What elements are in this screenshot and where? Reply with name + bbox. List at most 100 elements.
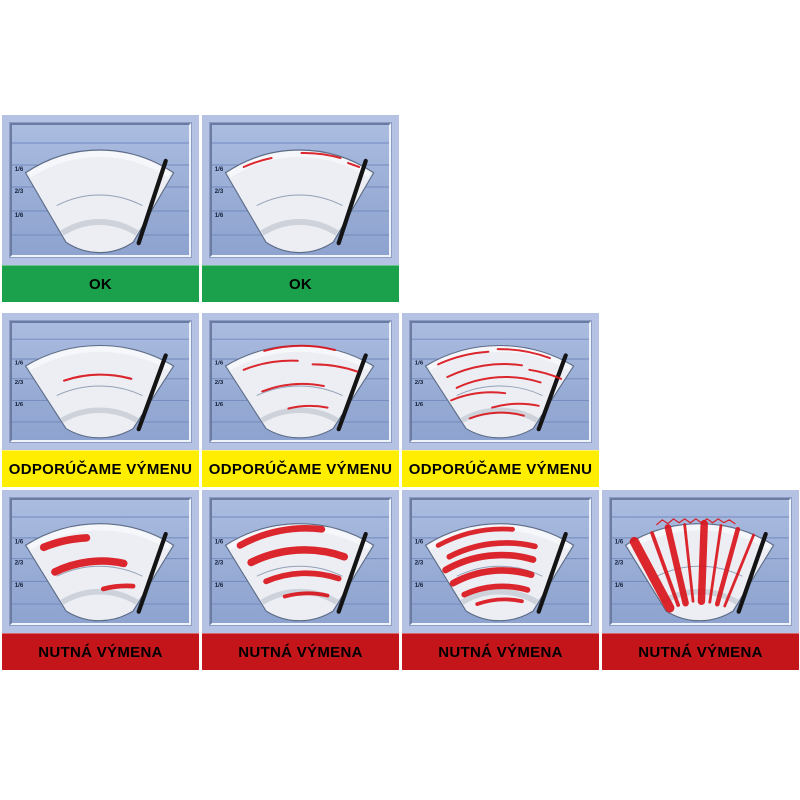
wear-streak: [461, 583, 531, 598]
wear-streak: [629, 536, 675, 613]
wiper-sweep-area: [224, 149, 375, 254]
wear-marks: [39, 534, 136, 592]
wear-streak: [708, 524, 723, 604]
wiper-diagram-frame: 1/6 2/3 1/6: [2, 313, 199, 450]
wear-streak: [261, 382, 325, 393]
zone-tick-label: 2/3: [415, 380, 424, 386]
wear-marks: [435, 526, 538, 606]
zone-tick-label: 1/6: [215, 402, 224, 408]
wear-streak: [287, 404, 329, 410]
zone-tick-label: 1/6: [15, 582, 24, 589]
wear-marks: [242, 344, 359, 410]
status-label: NUTNÁ VÝMENA: [202, 633, 399, 670]
wear-streak: [437, 350, 490, 366]
sweep-shade: [260, 218, 339, 236]
wiper-diagram-panel: 1/6 2/3 1/6: [409, 320, 592, 443]
status-label: ODPORÚČAME VÝMENU: [202, 450, 399, 487]
guide-arc: [456, 385, 543, 396]
wiper-diagram: 1/6 2/3 1/6: [412, 338, 589, 439]
zone-tick-label: 2/3: [15, 188, 24, 195]
wear-marks: [63, 373, 133, 382]
guide-arc: [256, 385, 343, 396]
wiper-diagram: 1/62/31/6: [12, 516, 189, 622]
zone-tick-label: 1/6: [615, 582, 624, 589]
guide-arc: [256, 565, 343, 577]
wear-streak: [650, 531, 681, 607]
wiper-diagram: 1/62/31/6: [212, 142, 389, 254]
wiper-diagram: 1/62/31/6: [12, 142, 189, 254]
sweep-shade: [60, 588, 139, 605]
status-label: OK: [2, 265, 199, 302]
wear-streak: [491, 402, 540, 409]
wear-streak: [723, 533, 755, 608]
wiper-diagram: 1/62/31/6: [612, 516, 789, 622]
zone-tick-label: 1/6: [15, 538, 24, 545]
guide-arc: [456, 565, 543, 577]
sweep-shade: [260, 407, 339, 423]
zone-tick-label: 2/3: [215, 559, 224, 566]
guide-arc: [56, 385, 143, 396]
wear-marks: [437, 348, 563, 420]
wiper-sweep-area: [24, 344, 175, 439]
wear-streak: [697, 519, 708, 606]
status-label: ODPORÚČAME VÝMENU: [402, 450, 599, 487]
wear-streak: [446, 540, 538, 560]
wiper-sweep-area: [24, 523, 175, 622]
wiper-diagram-panel: 1/6 2/3 1/6: [9, 320, 192, 443]
wear-streak: [442, 551, 537, 574]
sweep-highlight: [228, 346, 372, 371]
wear-marks: [242, 151, 361, 168]
zone-tick-label: 1/6: [15, 360, 24, 366]
status-label: ODPORÚČAME VÝMENU: [2, 450, 199, 487]
wiper-diagram: 1/6 2/3 1/6: [12, 338, 189, 439]
wear-streak: [683, 523, 695, 603]
zone-tick-label: 1/6: [415, 582, 424, 589]
zone-tick-label: 1/6: [415, 360, 424, 366]
wear-streak: [247, 546, 349, 567]
zone-tick-label: 1/6: [415, 402, 424, 408]
wiper-diagram: 1/62/31/6: [212, 338, 389, 439]
wear-streak: [39, 534, 91, 552]
guide-arc: [256, 194, 343, 207]
wiper-blade: [336, 158, 368, 246]
sweep-shade: [60, 218, 139, 236]
wiper-sweep-area: [24, 149, 175, 254]
wear-streak: [664, 524, 689, 607]
wear-streak: [242, 157, 273, 168]
zone-tick-label: 1/6: [215, 582, 224, 589]
zone-tick-label: 1/6: [15, 402, 24, 408]
wiper-blade: [136, 158, 168, 246]
sweep-highlight: [28, 524, 172, 550]
zone-tick-label: 1/6: [15, 212, 24, 219]
zone-tick-label: 1/6: [415, 538, 424, 545]
zone-tick-label: 2/3: [15, 380, 24, 386]
wiper-blade: [536, 353, 568, 432]
wear-streak: [311, 363, 359, 373]
zone-tick-label: 1/6: [215, 360, 224, 366]
wiper-diagram: 1/62/31/6: [212, 516, 389, 622]
zone-tick-label: 1/6: [215, 212, 224, 219]
wear-streak: [300, 151, 342, 159]
sweep-shade: [460, 407, 539, 423]
wear-streak: [100, 583, 136, 592]
wear-marks: [236, 525, 349, 599]
status-label: NUTNÁ VÝMENA: [2, 633, 199, 670]
wear-streak: [455, 375, 542, 389]
sweep-shade: [260, 588, 339, 605]
wear-streak: [51, 557, 128, 576]
wiper-blade: [136, 531, 168, 614]
